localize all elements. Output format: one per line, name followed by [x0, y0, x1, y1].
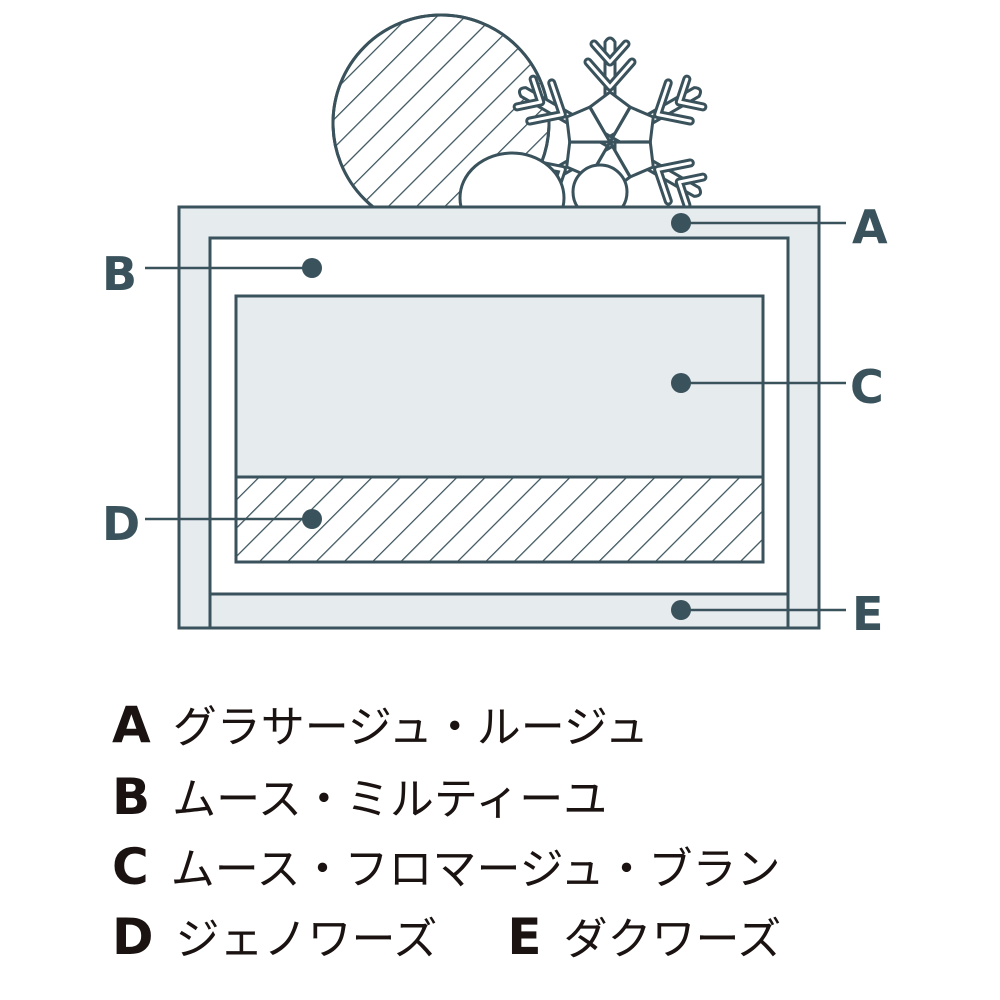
legend-text: ジェノワーズ	[175, 914, 438, 965]
legend-letter: A	[112, 696, 151, 754]
legend-text: ムース・フロマージュ・ブラン	[170, 844, 781, 895]
legend-letter: E	[507, 908, 542, 966]
callouts	[145, 213, 846, 620]
cake-layers	[177, 205, 821, 630]
berry	[571, 163, 629, 207]
label-d: D	[102, 497, 140, 551]
legend-letter: D	[112, 908, 154, 966]
label-a: A	[852, 200, 888, 254]
snowflake-icon	[509, 36, 711, 246]
decoration	[331, 13, 711, 246]
legend-text: ムース・ミルティーユ	[172, 774, 608, 825]
legend-letter: B	[112, 768, 151, 826]
legend-text: ダクワーズ	[563, 914, 782, 965]
label-e: E	[852, 587, 883, 641]
legend-text: グラサージュ・ルージュ	[172, 702, 649, 753]
label-b: B	[102, 247, 137, 301]
legend-letter: C	[112, 838, 149, 896]
cream-dome	[458, 151, 566, 207]
label-c: C	[850, 360, 884, 414]
